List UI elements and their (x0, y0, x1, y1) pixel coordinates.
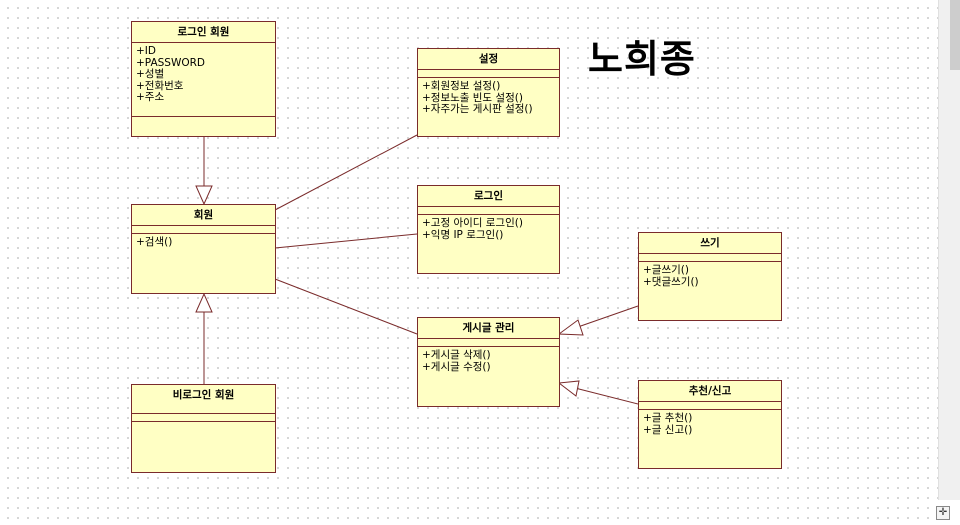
class-name: 로그인 회원 (132, 22, 275, 43)
operation: +글 신고() (643, 423, 693, 436)
attribute: +PASSWORD (136, 56, 205, 69)
class-post-manage[interactable]: 게시글 관리 +게시글 삭제() +게시글 수정() (417, 317, 560, 407)
class-attributes (132, 414, 275, 422)
class-attributes (418, 207, 559, 215)
class-name: 추천/신고 (639, 381, 781, 402)
page-title: 노희종 (588, 37, 696, 81)
operation: +익명 IP 로그인() (422, 228, 504, 241)
class-settings[interactable]: 설정 +회원정보 설정() +정보노출 빈도 설정() +자주가는 게시판 설정… (417, 48, 560, 137)
class-name: 설정 (418, 49, 559, 70)
assoc-member-post-manage (274, 278, 418, 335)
attribute: +성별 (136, 68, 165, 80)
attribute: +주소 (136, 91, 165, 103)
class-recommend-report[interactable]: 추천/신고 +글 추천() +글 신고() (638, 380, 782, 469)
class-name: 비로그인 회원 (132, 385, 275, 414)
gen-recommend-line (574, 387, 639, 405)
class-operations (132, 422, 275, 428)
class-name: 회원 (132, 205, 275, 226)
class-attributes (418, 70, 559, 78)
operation: +정보노출 빈도 설정() (422, 91, 523, 104)
class-attributes (639, 402, 781, 410)
class-operations: +검색() (132, 234, 275, 252)
move-handle-icon[interactable]: ✛ (936, 506, 950, 520)
class-name: 게시글 관리 (418, 318, 559, 339)
operation: +검색() (136, 236, 173, 248)
operation: +게시글 삭제() (422, 349, 491, 361)
operation: +회원정보 설정() (422, 80, 501, 92)
operation: +자주가는 게시판 설정() (422, 103, 533, 115)
gen-write-line (574, 305, 639, 329)
class-attributes (418, 339, 559, 347)
gen-arrow-guest-member (195, 292, 213, 313)
assoc-member-settings (274, 134, 418, 211)
class-operations: +회원정보 설정() +정보노출 빈도 설정() +자주가는 게시판 설정() (418, 78, 559, 119)
class-member[interactable]: 회원 +검색() (131, 204, 276, 294)
class-operations (132, 117, 275, 123)
class-login-member[interactable]: 로그인 회원 +ID +PASSWORD +성별 +전화번호 +주소 (131, 21, 276, 137)
class-attributes: +ID +PASSWORD +성별 +전화번호 +주소 (132, 43, 275, 117)
class-operations: +고정 아이디 로그인() +익명 IP 로그인() (418, 215, 559, 244)
class-attributes (132, 226, 275, 234)
operation: +댓글쓰기() (643, 275, 699, 288)
class-operations: +글쓰기() +댓글쓰기() (639, 262, 781, 291)
operation: +게시글 수정() (422, 360, 491, 373)
gen-arrow-recommend (557, 380, 580, 397)
class-operations: +글 추천() +글 신고() (639, 410, 781, 439)
vertical-scrollbar[interactable] (938, 0, 960, 500)
operation: +글 추천() (643, 412, 693, 424)
assoc-member-login (274, 233, 418, 249)
class-operations: +게시글 삭제() +게시글 수정() (418, 347, 559, 376)
gen-arrow-login-member (195, 185, 213, 206)
class-attributes (639, 254, 781, 262)
operation: +고정 아이디 로그인() (422, 217, 523, 229)
class-login[interactable]: 로그인 +고정 아이디 로그인() +익명 IP 로그인() (417, 185, 560, 274)
scrollbar-thumb[interactable] (950, 0, 960, 70)
relationship-lines (195, 134, 639, 405)
class-name: 로그인 (418, 186, 559, 207)
attribute: +ID (136, 45, 156, 57)
class-write[interactable]: 쓰기 +글쓰기() +댓글쓰기() (638, 232, 782, 321)
class-name: 쓰기 (639, 233, 781, 254)
operation: +글쓰기() (643, 264, 689, 276)
class-guest-member[interactable]: 비로그인 회원 (131, 384, 276, 473)
gen-arrow-write (557, 319, 584, 336)
attribute: +전화번호 (136, 79, 184, 92)
